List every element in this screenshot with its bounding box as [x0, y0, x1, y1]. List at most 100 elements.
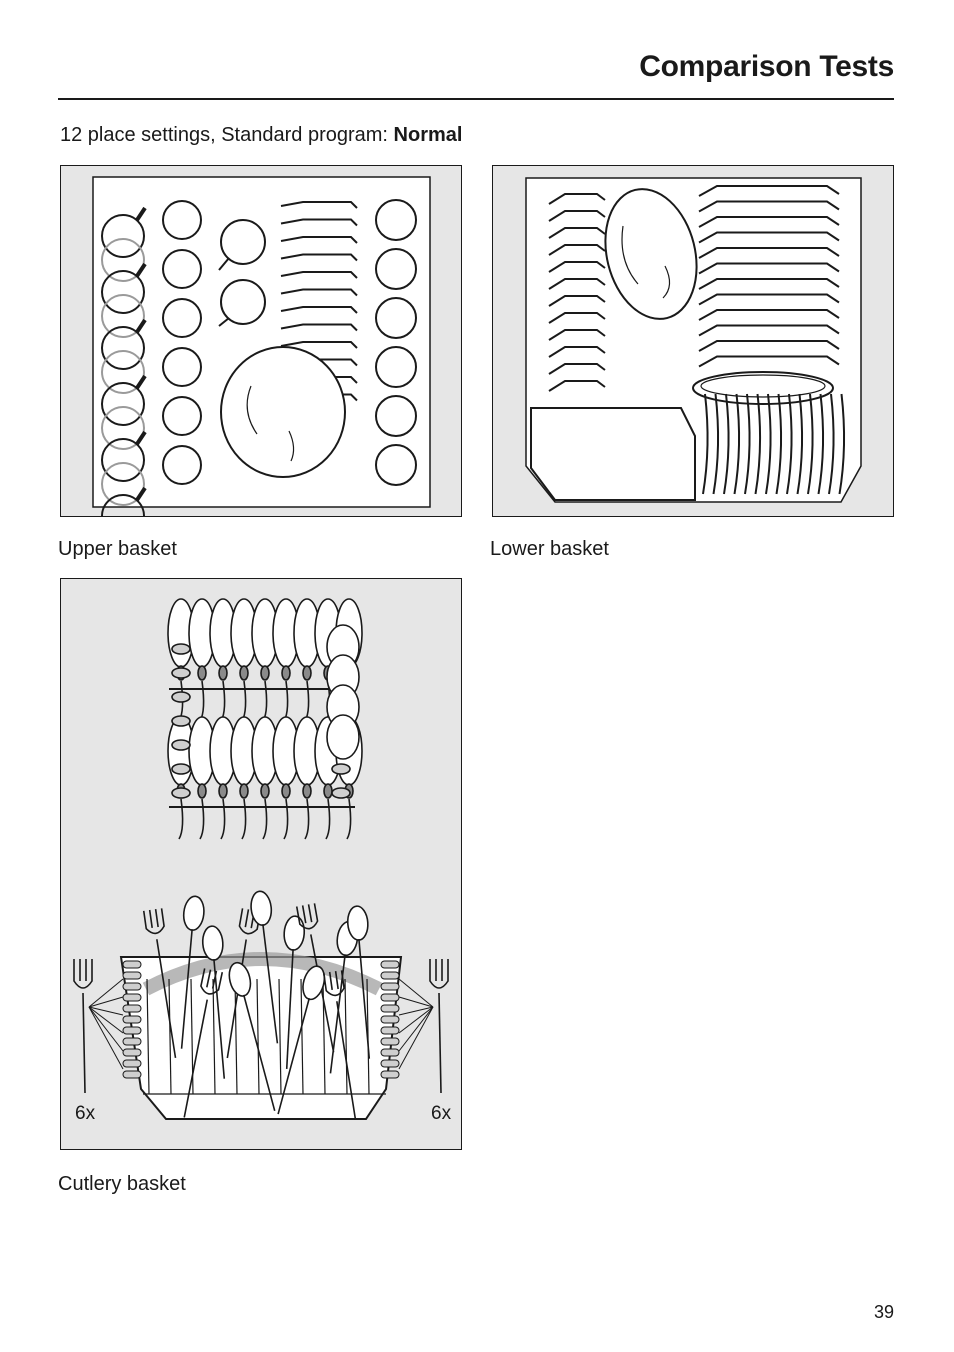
- basket-slot-icon: [122, 1059, 142, 1068]
- spoon-icon: [250, 890, 279, 1044]
- plate-icon: [548, 363, 606, 375]
- rack-tine-icon: [702, 393, 709, 495]
- spoon-handle-icon: [241, 680, 247, 722]
- cup-icon: [101, 326, 145, 370]
- plate-icon: [548, 380, 606, 392]
- glass-icon: [375, 444, 417, 486]
- spoon-handle-icon: [283, 680, 289, 722]
- spoon-handle-icon: [283, 798, 289, 840]
- basket-slot-icon: [122, 993, 142, 1002]
- intro-line: 12 place settings, Standard program: Nor…: [60, 124, 462, 147]
- utensil-handle-icon: [242, 994, 276, 1112]
- rack-clip-icon: [171, 715, 191, 727]
- utensil-handle-icon: [180, 929, 193, 1049]
- basket-slot-icon: [122, 1048, 142, 1057]
- glass-icon: [162, 298, 202, 338]
- cup-icon: [101, 438, 145, 482]
- utensil-handle-icon: [183, 999, 209, 1118]
- spoon-handle-icon: [262, 680, 268, 722]
- rack-clip-icon: [331, 787, 351, 799]
- rack-clip-icon: [171, 763, 191, 775]
- plate-icon: [548, 261, 606, 273]
- plate-icon: [698, 185, 840, 197]
- pointer-line: [398, 1006, 434, 1070]
- pointer-line: [88, 1006, 124, 1034]
- basket-slot-icon: [380, 1004, 400, 1013]
- utensil-handle-icon: [285, 949, 294, 1069]
- spoon-holder-icon: [197, 783, 207, 799]
- pointer-line: [398, 1006, 434, 1052]
- spoon-handle-icon: [220, 680, 226, 722]
- rack-clip-icon: [171, 739, 191, 751]
- glass-icon: [162, 200, 202, 240]
- saucer-icon: [280, 201, 358, 209]
- fork-icon: [142, 908, 177, 1058]
- basket-slot-icon: [380, 1026, 400, 1035]
- plate-icon: [698, 262, 840, 275]
- basket-grid-line: [256, 978, 260, 1095]
- fork-tines-icon: [295, 903, 319, 930]
- utensil-handle-icon: [336, 1001, 357, 1120]
- spoon-handle-icon: [325, 798, 331, 840]
- fork-tine-icon: [206, 969, 212, 988]
- glass-icon: [375, 248, 417, 290]
- plate-icon: [698, 216, 840, 228]
- rack-tine-icon: [712, 393, 720, 495]
- spoon-handle-icon: [346, 798, 352, 840]
- plate-icon: [698, 293, 840, 306]
- cup-icon: [101, 214, 145, 258]
- pointer-line: [398, 1006, 434, 1016]
- plate-icon: [698, 309, 840, 321]
- basket-grid-line: [168, 978, 172, 1095]
- spoon-bowl-icon: [201, 925, 224, 961]
- spoon-holder-icon: [302, 783, 312, 799]
- spoon-handle-icon: [199, 680, 205, 722]
- rack-tine-icon: [828, 393, 835, 495]
- spoon-handle-icon: [220, 798, 226, 840]
- utensil-handle-icon: [156, 939, 177, 1058]
- upper-basket-caption: Upper basket: [58, 538, 177, 560]
- rack-tine-icon: [796, 393, 804, 495]
- rack-tine-icon: [775, 393, 783, 495]
- cutlery-basket-illustration: 6x 6x: [73, 598, 452, 1124]
- spoon-handle-icon: [178, 798, 184, 840]
- pointer-line: [88, 1006, 124, 1016]
- lower-basket-figure: [492, 165, 894, 517]
- spoon-icon: [346, 905, 371, 1059]
- fork-icon: [322, 970, 357, 1120]
- page-title: Comparison Tests: [639, 50, 894, 83]
- page-number: 39: [873, 1302, 894, 1322]
- basket-slot-icon: [380, 971, 400, 980]
- saucer-icon: [280, 341, 358, 349]
- fork-tine-icon: [154, 909, 159, 928]
- rack-tine-icon: [723, 393, 730, 495]
- left-count-label: 6x: [75, 1103, 96, 1124]
- fork-icon: [295, 903, 335, 1053]
- rack-clip-icon: [171, 643, 191, 655]
- saucer-icon: [280, 271, 358, 279]
- glass-icon: [162, 347, 202, 387]
- cutlery-basket-figure: 6x 6x: [60, 578, 462, 1150]
- intro-prefix: 12 place settings, Standard program:: [60, 124, 394, 146]
- pointer-line: [88, 978, 124, 1008]
- title-rule: [58, 98, 894, 100]
- fork-tine-icon: [148, 909, 153, 928]
- basket-slot-icon: [380, 982, 400, 991]
- spoon-icon: [277, 965, 326, 1115]
- lower-basket-illustration: [525, 177, 862, 503]
- plate-icon: [548, 193, 606, 205]
- spoon-bowl-icon: [283, 915, 306, 951]
- fork-handle-icon: [438, 992, 442, 1094]
- spoon-holder-icon: [302, 665, 312, 681]
- fork-handle-icon: [82, 992, 86, 1094]
- spoon-handle-icon: [304, 798, 310, 840]
- plate-icon: [698, 231, 840, 244]
- basket-slot-icon: [122, 1004, 142, 1013]
- rack-tine-icon: [733, 393, 741, 495]
- rack-tine-icon: [838, 393, 846, 495]
- plate-icon: [698, 200, 840, 213]
- basket-slot-icon: [380, 1070, 400, 1079]
- glass-icon: [375, 297, 417, 339]
- basket-grid-line: [146, 978, 150, 1095]
- glass-icon: [162, 445, 202, 485]
